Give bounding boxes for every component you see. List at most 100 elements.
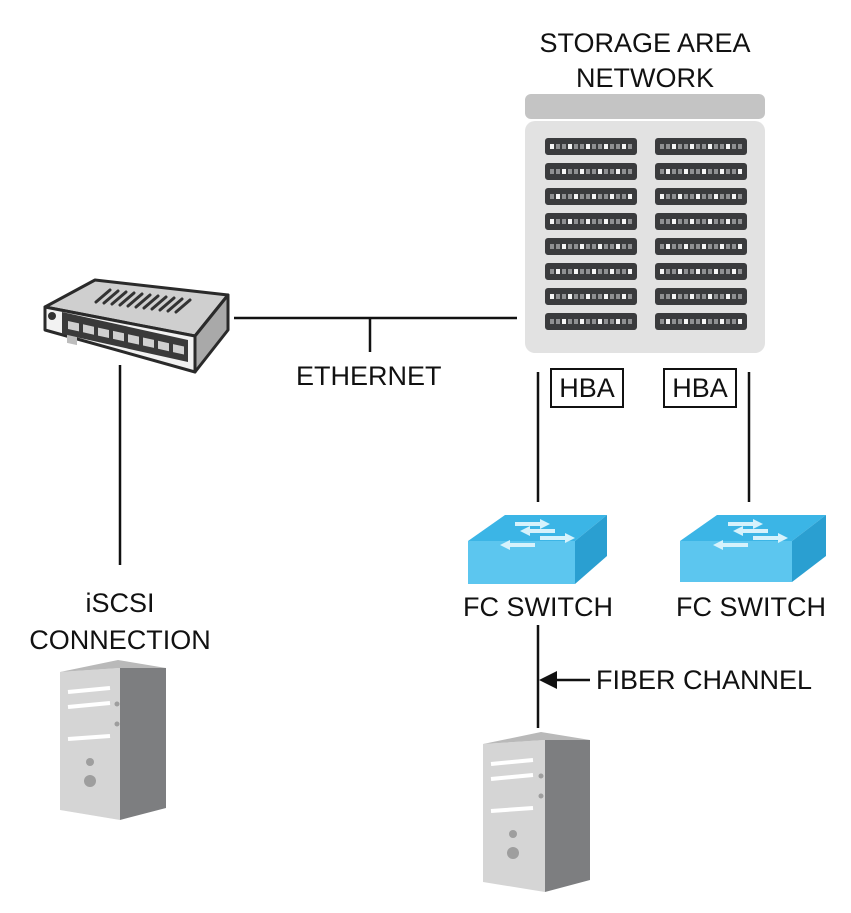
drive-led <box>666 319 670 324</box>
drive-led <box>714 219 718 224</box>
hub-port <box>143 337 154 348</box>
drive-led <box>586 244 590 249</box>
drive-led <box>714 169 718 174</box>
drive-led <box>628 269 632 274</box>
drive-led <box>622 294 626 299</box>
drive-bay <box>545 213 637 230</box>
drive-led <box>660 319 664 324</box>
drive-led <box>550 144 554 149</box>
drive-led <box>592 319 596 324</box>
drive-led <box>586 144 590 149</box>
drive-led <box>550 319 554 324</box>
drive-led <box>550 269 554 274</box>
hub-port <box>173 344 184 355</box>
drive-led <box>604 144 608 149</box>
drive-led <box>622 194 626 199</box>
drive-led <box>556 219 560 224</box>
drive-led <box>726 319 730 324</box>
drive-led <box>678 294 682 299</box>
drive-led <box>672 294 676 299</box>
fiber-channel-label: FIBER CHANNEL <box>596 665 813 695</box>
drive-led <box>684 244 688 249</box>
drive-led <box>666 194 670 199</box>
drive-led <box>598 244 602 249</box>
fiber-channel-arrow-icon <box>539 671 557 689</box>
drive-led <box>628 294 632 299</box>
drive-led <box>672 169 676 174</box>
drive-led <box>660 219 664 224</box>
drive-led <box>708 144 712 149</box>
drive-led <box>678 269 682 274</box>
drive-led <box>702 319 706 324</box>
drive-led <box>574 219 578 224</box>
san-label: STORAGE AREA NETWORK <box>539 28 751 93</box>
drive-led <box>568 244 572 249</box>
drive-led <box>568 194 572 199</box>
drive-led <box>598 294 602 299</box>
drive-led <box>690 144 694 149</box>
drive-led <box>586 319 590 324</box>
drive-led <box>726 194 730 199</box>
drive-led <box>580 144 584 149</box>
drive-led <box>696 144 700 149</box>
drive-led <box>580 294 584 299</box>
fc-switch-icon-right <box>680 515 826 582</box>
drive-led <box>622 169 626 174</box>
drive-led <box>660 194 664 199</box>
drive-led <box>690 269 694 274</box>
drive-led <box>586 294 590 299</box>
drive-led <box>604 319 608 324</box>
drive-led <box>562 244 566 249</box>
drive-led <box>696 244 700 249</box>
drive-led <box>684 219 688 224</box>
hub-port <box>113 330 124 342</box>
drive-led <box>660 144 664 149</box>
drive-led <box>574 269 578 274</box>
drive-led <box>702 269 706 274</box>
drive-led <box>678 194 682 199</box>
drive-led <box>574 144 578 149</box>
drive-led <box>732 269 736 274</box>
drive-led <box>696 219 700 224</box>
drive-bay <box>655 138 747 155</box>
drive-led <box>556 194 560 199</box>
drive-led <box>738 294 742 299</box>
drive-led <box>702 169 706 174</box>
drive-led <box>556 319 560 324</box>
drive-led <box>678 244 682 249</box>
drive-led <box>622 244 626 249</box>
drive-led <box>562 144 566 149</box>
drive-led <box>616 219 620 224</box>
drive-led <box>684 169 688 174</box>
drive-led <box>672 194 676 199</box>
drive-led <box>678 169 682 174</box>
drive-led <box>660 169 664 174</box>
hba-right-label: HBA <box>663 368 737 408</box>
drive-led <box>720 269 724 274</box>
drive-led <box>616 194 620 199</box>
drive-bay <box>545 163 637 180</box>
drive-led <box>574 244 578 249</box>
drive-led <box>738 169 742 174</box>
drive-led <box>672 219 676 224</box>
drive-led <box>586 194 590 199</box>
drive-led <box>580 169 584 174</box>
drive-led <box>672 144 676 149</box>
drive-led <box>628 319 632 324</box>
drive-led <box>574 319 578 324</box>
drive-led <box>726 219 730 224</box>
drive-led <box>604 294 608 299</box>
drive-led <box>684 194 688 199</box>
drive-led <box>598 194 602 199</box>
drive-led <box>726 294 730 299</box>
drive-led <box>610 294 614 299</box>
drive-led <box>628 144 632 149</box>
hub-port <box>158 340 169 352</box>
drive-led <box>586 169 590 174</box>
drive-led <box>690 169 694 174</box>
drive-bay <box>545 238 637 255</box>
drive-led <box>720 169 724 174</box>
drive-led <box>684 144 688 149</box>
drive-led <box>592 244 596 249</box>
